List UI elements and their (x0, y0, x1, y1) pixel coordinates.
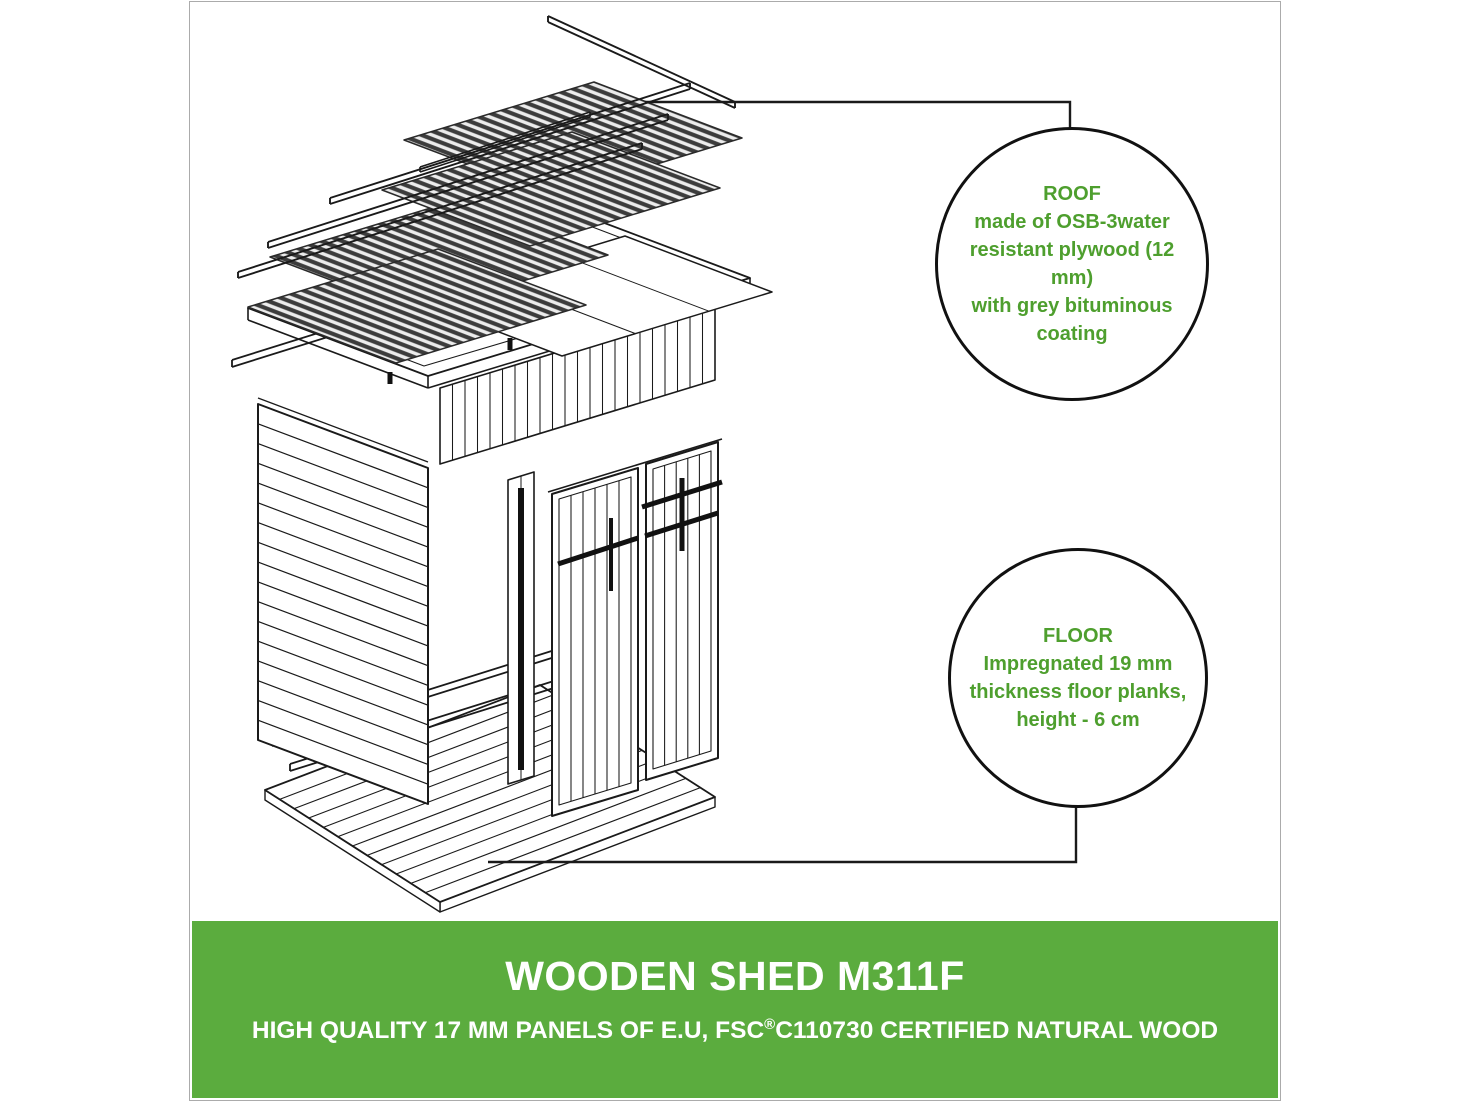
product-banner: WOODEN SHED M311F HIGH QUALITY 17 MM PAN… (192, 921, 1278, 1098)
floor-callout-heading: FLOOR (1043, 625, 1113, 647)
product-subtitle: HIGH QUALITY 17 MM PANELS OF E.U, FSC®C1… (192, 1017, 1278, 1045)
subtitle-text: HIGH QUALITY 17 MM PANELS OF E.U, FSC (251, 1017, 765, 1044)
registered-trademark-mark: ® (764, 1015, 776, 1033)
roof-callout-body: made of OSB-3water resistant plywood (12… (969, 211, 1175, 345)
roof-shingle-sheets (247, 81, 743, 364)
floor-callout: FLOOR Impregnated 19 mm thickness floor … (948, 548, 1208, 808)
roof-callout: ROOF made of OSB-3water resistant plywoo… (935, 127, 1209, 401)
roof-callout-heading: ROOF (1043, 183, 1101, 205)
content-frame: ROOF made of OSB-3water resistant plywoo… (189, 1, 1281, 1101)
double-doors (547, 438, 723, 817)
subtitle-text-2: C110730 CERTIFIED NATURAL WOOD (775, 1017, 1219, 1044)
door-hardware (518, 478, 723, 770)
callout-connectors (488, 100, 1078, 864)
roof-battens (237, 15, 736, 279)
floor-callout-body: Impregnated 19 mm thickness floor planks… (969, 653, 1187, 731)
product-title: WOODEN SHED M311F (505, 953, 965, 999)
diagram-area: ROOF made of OSB-3water resistant plywoo… (190, 2, 1280, 920)
wall-left-siding (257, 397, 429, 805)
shed-exploded-diagram (231, 15, 1078, 913)
